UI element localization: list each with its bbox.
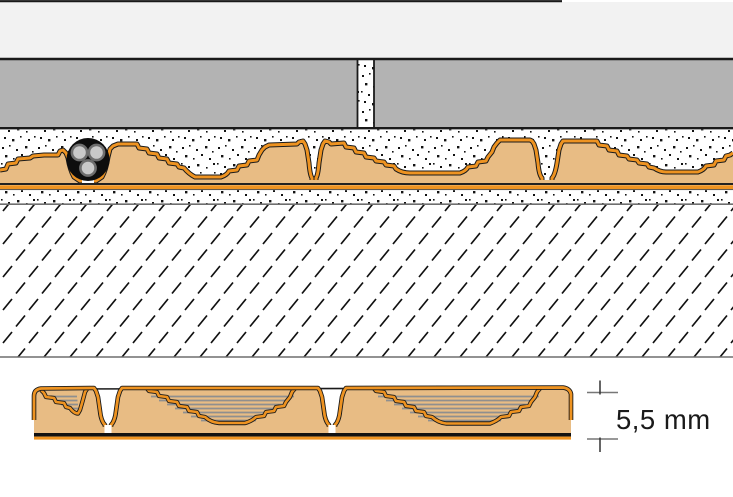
heating-cable [66,138,110,183]
top-band-surface [0,2,733,59]
membrane-body [0,140,733,183]
grout-joint [356,60,375,128]
dimension-annotation: 5,5 mm [587,380,711,452]
fleece-strip [0,185,733,190]
cable-conductor [70,143,89,162]
detail-fleece-strip [34,436,571,440]
layer-membrane [0,137,733,204]
layer-substrate [0,203,733,358]
channel-slit [328,425,336,434]
layer-tile-covering [0,57,733,130]
detail-top-profile [31,385,574,434]
layer-top-band [0,0,733,59]
detail-recess-profiles [39,387,542,426]
detail-fleece-line [34,433,571,437]
channel-slit [104,425,112,434]
substrate-hatch [0,205,733,357]
cable-conductor [87,143,106,162]
cable-conductor [79,159,97,177]
membrane-detail-drawing [31,385,574,440]
bonding-thinset [0,190,733,204]
stud-contour-lines [45,395,539,422]
dimension-label: 5,5 mm [616,404,711,435]
